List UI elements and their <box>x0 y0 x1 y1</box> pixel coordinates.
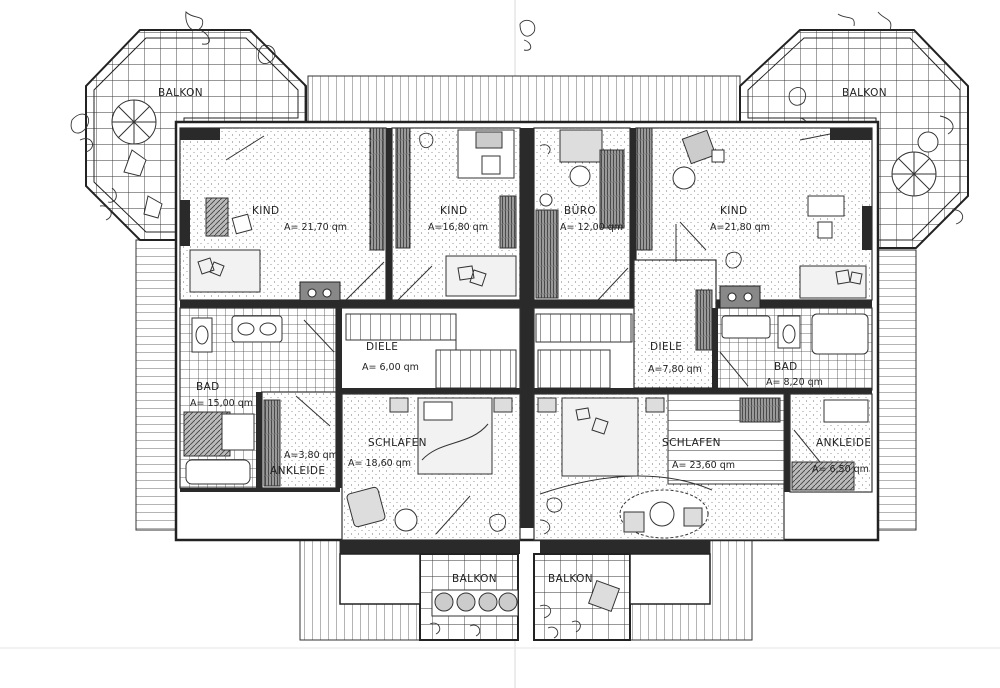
room-area-bad-2: A= 8,20 qm <box>766 377 823 388</box>
balcony-label-ne: BALKON <box>842 87 887 99</box>
roof-top <box>307 75 741 125</box>
room-name-kind-2: KIND <box>440 205 468 217</box>
room-name-schlafen-1: SCHLAFEN <box>368 437 427 449</box>
room-name-buero: BÜRO <box>564 204 596 217</box>
room-schlafen-1: SCHLAFEN A= 18,60 qm <box>341 393 521 541</box>
room-name-kind-1: KIND <box>252 205 280 217</box>
balcony-label-se: BALKON <box>548 573 593 585</box>
room-bad-2: BAD A= 8,20 qm <box>715 285 873 391</box>
room-schlafen-2: SCHLAFEN A= 23,60 qm <box>533 393 785 541</box>
room-kind-2: KIND A=16,80 qm <box>391 127 521 301</box>
room-area-buero: A= 12,00 qm <box>560 222 623 233</box>
room-name-diele-2: DIELE <box>650 341 682 353</box>
room-area-kind-3: A=21,80 qm <box>710 222 770 233</box>
balcony-label-nw: BALKON <box>158 87 203 99</box>
balcony-ne <box>739 11 969 249</box>
room-diele-2: DIELE A=7,80 qm <box>533 224 717 391</box>
room-ankleide-1: A=3,80 qm ANKLEIDE <box>261 391 338 489</box>
balcony-se: BALKON <box>533 553 631 641</box>
room-name-diele-1: DIELE <box>366 341 398 353</box>
room-diele-1: DIELE A= 6,00 qm <box>339 307 521 391</box>
room-area-kind-1: A= 21,70 qm <box>284 222 347 233</box>
room-area-diele-2: A=7,80 qm <box>648 364 702 375</box>
room-name-ankleide-1: ANKLEIDE <box>270 465 325 477</box>
plant-sketch-top <box>519 19 536 51</box>
room-name-schlafen-2: SCHLAFEN <box>662 437 721 449</box>
room-kind-1: KIND A= 21,70 qm <box>179 127 387 305</box>
room-area-schlafen-1: A= 18,60 qm <box>348 458 411 469</box>
room-area-schlafen-2: A= 23,60 qm <box>672 460 735 471</box>
room-buero: BÜRO A= 12,00 qm <box>533 127 631 301</box>
room-area-kind-2: A=16,80 qm <box>428 222 488 233</box>
room-area-ankleide-2: A= 6,50 qm <box>812 464 869 475</box>
room-area-ankleide-1: A=3,80 qm <box>284 450 338 461</box>
room-area-bad-1: A= 15,00 qm <box>190 398 253 409</box>
room-name-ankleide-2: ANKLEIDE <box>816 437 871 449</box>
room-name-bad-2: BAD <box>774 361 798 373</box>
balcony-sw: BALKON <box>419 553 519 641</box>
room-name-kind-3: KIND <box>720 205 748 217</box>
room-ankleide-2: ANKLEIDE A= 6,50 qm <box>789 393 873 493</box>
balcony-label-sw: BALKON <box>452 573 497 585</box>
room-area-diele-1: A= 6,00 qm <box>362 362 419 373</box>
room-name-bad-1: BAD <box>196 381 220 393</box>
